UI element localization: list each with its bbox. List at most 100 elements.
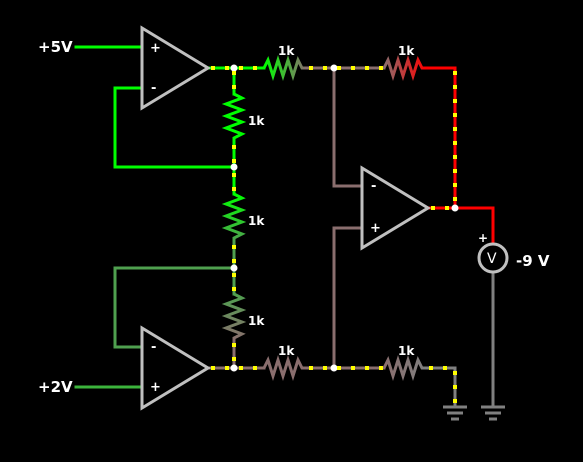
current-dot <box>232 145 236 149</box>
current-dot <box>445 206 449 210</box>
current-dot <box>232 287 236 291</box>
current-dot <box>365 66 369 70</box>
resistor-bottom-series[interactable] <box>262 354 306 382</box>
opamp-right[interactable] <box>360 165 431 251</box>
label-r-divider-upper: 1k <box>248 114 265 128</box>
current-dot <box>453 71 457 75</box>
current-dot <box>453 99 457 103</box>
voltmeter[interactable] <box>477 242 509 274</box>
opamps <box>140 25 431 411</box>
node-bottom-output[interactable] <box>230 364 238 372</box>
current-dot <box>351 366 355 370</box>
resistors <box>221 54 426 382</box>
node-noninverting[interactable] <box>330 364 338 372</box>
current-dot <box>453 113 457 117</box>
wire-inverting-input[interactable] <box>332 66 364 188</box>
resistor-top-series[interactable] <box>262 54 306 82</box>
current-dot <box>232 273 236 277</box>
source-label-5v: +5V <box>38 38 73 56</box>
opamp-top[interactable] <box>140 25 211 111</box>
label-r-divider-middle: 1k <box>248 214 265 228</box>
label-r-divider-lower: 1k <box>248 314 265 328</box>
resistor-divider-middle[interactable] <box>221 192 247 242</box>
wire-feedback-red[interactable] <box>424 66 457 210</box>
voltmeter-reading: -9 V <box>516 252 550 270</box>
current-dot <box>443 366 447 370</box>
junction-nodes <box>230 64 459 372</box>
current-dot <box>225 366 229 370</box>
label-r-bottom-series: 1k <box>278 344 295 358</box>
opamp-bottom[interactable] <box>140 325 211 411</box>
current-dot <box>379 366 383 370</box>
current-dot <box>453 371 457 375</box>
current-dot <box>232 245 236 249</box>
current-dot <box>365 366 369 370</box>
current-dot <box>232 187 236 191</box>
current-dot <box>309 66 313 70</box>
current-dot <box>453 155 457 159</box>
current-dot <box>453 127 457 131</box>
current-dot <box>232 357 236 361</box>
current-dot <box>453 385 457 389</box>
current-dot <box>337 66 341 70</box>
voltmeter-symbol: V <box>487 251 497 267</box>
current-dot <box>309 366 313 370</box>
node-bottom-feedback[interactable] <box>230 264 238 272</box>
node-top-feedback[interactable] <box>230 163 238 171</box>
opamp-right-minus-sign: - <box>371 179 376 194</box>
current-dot <box>453 197 457 201</box>
opamp-bottom-plus-sign: + <box>150 380 161 395</box>
current-dot <box>239 66 243 70</box>
opamp-top-plus-sign: + <box>150 41 161 56</box>
current-dot <box>253 366 257 370</box>
label-r-top-series: 1k <box>278 44 295 58</box>
current-dot <box>453 183 457 187</box>
current-dot <box>351 66 355 70</box>
opamp-top-minus-sign: - <box>151 81 156 96</box>
wires <box>74 45 495 407</box>
current-dot <box>453 141 457 145</box>
current-dot <box>232 85 236 89</box>
opamp-right-plus-sign: + <box>370 221 381 236</box>
opamp-bottom-minus-sign: - <box>151 340 156 355</box>
resistor-bottom-ground[interactable] <box>382 354 426 382</box>
current-dot <box>379 66 383 70</box>
current-dot <box>453 399 457 403</box>
grounds <box>443 405 505 421</box>
ground-symbol-left[interactable] <box>443 405 467 421</box>
current-dot <box>225 66 229 70</box>
voltmeter-polarity: + <box>478 231 488 245</box>
current-dot <box>337 366 341 370</box>
resistor-divider-upper[interactable] <box>221 92 247 142</box>
current-dot <box>453 85 457 89</box>
current-dot <box>211 66 215 70</box>
current-dot <box>253 66 257 70</box>
label-r-top-feedback: 1k <box>398 44 415 58</box>
current-dot <box>323 66 327 70</box>
current-dot <box>232 173 236 177</box>
current-dot <box>453 169 457 173</box>
wire-ground-resistor-out[interactable] <box>424 366 457 407</box>
node-inverting[interactable] <box>330 64 338 72</box>
wire-top-feedback[interactable] <box>113 86 236 169</box>
current-dot <box>323 366 327 370</box>
current-dot <box>211 366 215 370</box>
current-dots <box>211 66 457 403</box>
current-dot <box>232 259 236 263</box>
current-dot <box>232 343 236 347</box>
current-dot <box>239 366 243 370</box>
resistor-divider-lower[interactable] <box>221 292 247 340</box>
node-output[interactable] <box>451 204 459 212</box>
source-label-2v: +2V <box>38 378 73 396</box>
node-top-output[interactable] <box>230 64 238 72</box>
wire-bottom-feedback[interactable] <box>113 266 236 349</box>
wire-noninverting-input[interactable] <box>332 226 364 370</box>
current-dot <box>232 71 236 75</box>
label-r-bottom-ground: 1k <box>398 344 415 358</box>
current-dot <box>431 206 435 210</box>
ground-symbol-right[interactable] <box>481 405 505 421</box>
current-dot <box>429 366 433 370</box>
resistor-top-feedback[interactable] <box>382 54 426 82</box>
current-dot <box>232 159 236 163</box>
